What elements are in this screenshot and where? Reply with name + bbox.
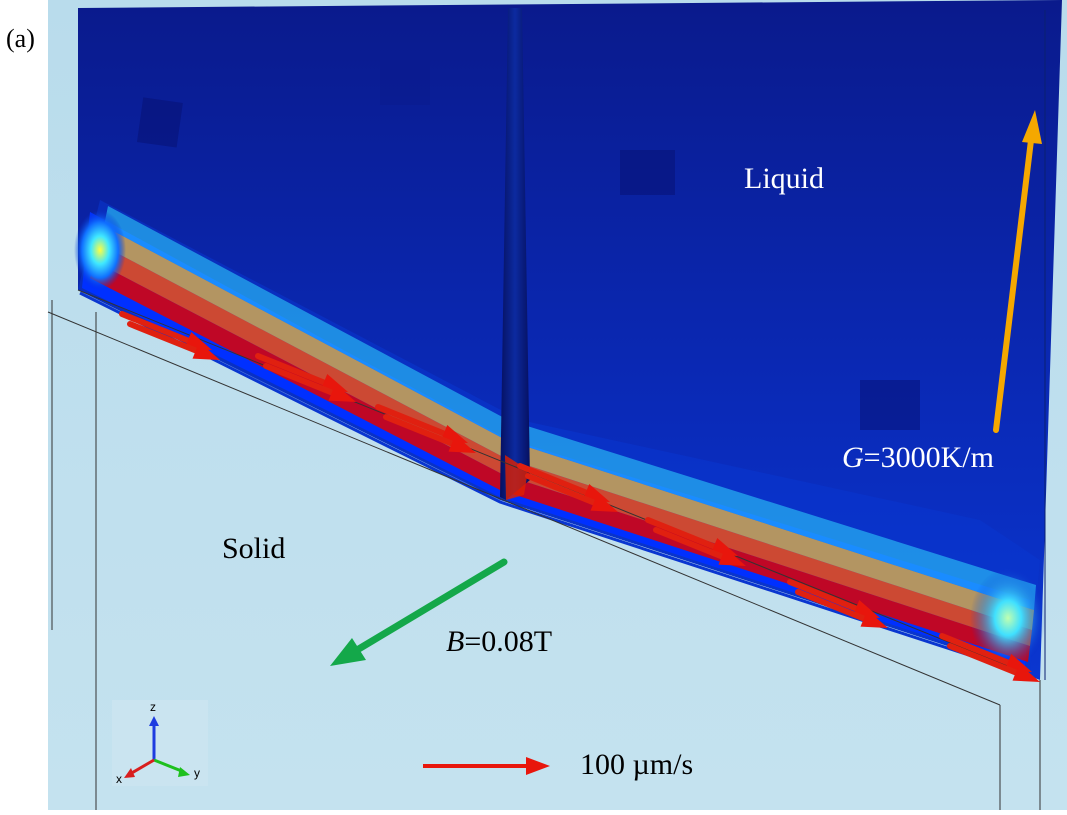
y-axis-label: y <box>194 766 200 780</box>
mid-slice-plane <box>500 8 530 500</box>
velocity-vector-shaft <box>255 353 333 388</box>
velocity-vector-head <box>710 537 738 556</box>
velocity-vector-shaft <box>645 517 723 552</box>
velocity-vector-shaft <box>375 404 453 439</box>
interface-band <box>74 200 1046 677</box>
solid-label: Solid <box>222 532 286 565</box>
y-axis-head <box>178 767 190 777</box>
magnetic-field-value: =0.08T <box>464 625 553 658</box>
velocity-vectors <box>119 311 1040 682</box>
axes-triad <box>112 700 208 786</box>
gradient-symbol: G <box>842 441 864 474</box>
velocity-vector-shaft <box>127 321 205 356</box>
velocity-vector-head <box>448 434 476 453</box>
velocity-vector-head <box>852 599 880 618</box>
velocity-vector-shaft <box>939 633 1017 668</box>
liquid-label: Liquid <box>744 162 824 195</box>
magnetic-field-label: B=0.08T <box>446 625 552 659</box>
panel-label: (a) <box>6 24 35 53</box>
velocity-vector-head <box>440 424 468 443</box>
gradient-value: =3000K/m <box>863 441 994 474</box>
velocity-vector-head <box>582 483 610 502</box>
velocity-vector-head <box>718 547 746 566</box>
velocity-vector-head <box>320 373 348 392</box>
y-axis <box>153 758 185 774</box>
velocity-vector-shaft <box>517 463 595 498</box>
velocity-vector-head <box>860 609 888 628</box>
z-axis-label: z <box>150 700 156 714</box>
velocity-vector-head <box>1012 663 1040 682</box>
velocity-vector-shaft <box>383 414 461 449</box>
velocity-vector-shaft <box>653 527 731 562</box>
velocity-vector-head <box>192 341 220 360</box>
magnetic-field-arrow <box>330 558 508 666</box>
velocity-vector-shaft <box>263 363 341 398</box>
magnetic-field-symbol: B <box>446 625 465 658</box>
x-axis <box>129 758 155 776</box>
velocity-vector-shaft <box>787 579 865 614</box>
velocity-vector-shaft <box>119 311 197 346</box>
x-axis-label: x <box>116 772 122 786</box>
temperature-gradient-arrow <box>993 110 1042 433</box>
velocity-vector-shaft <box>795 589 873 624</box>
velocity-vector-head <box>184 331 212 350</box>
velocity-vector-head <box>328 383 356 402</box>
velocity-vector-shaft <box>947 643 1025 678</box>
z-axis-head <box>149 716 159 726</box>
gradient-label: G=3000K/m <box>842 441 994 475</box>
velocity-scale-arrow <box>423 757 550 775</box>
velocity-vector-shaft <box>525 473 603 508</box>
liquid-texture <box>136 60 920 430</box>
velocity-scale-label: 100 µm/s <box>580 748 694 781</box>
x-axis-head <box>124 768 135 778</box>
velocity-vector-head <box>590 493 618 512</box>
velocity-vector-head <box>1004 653 1032 672</box>
